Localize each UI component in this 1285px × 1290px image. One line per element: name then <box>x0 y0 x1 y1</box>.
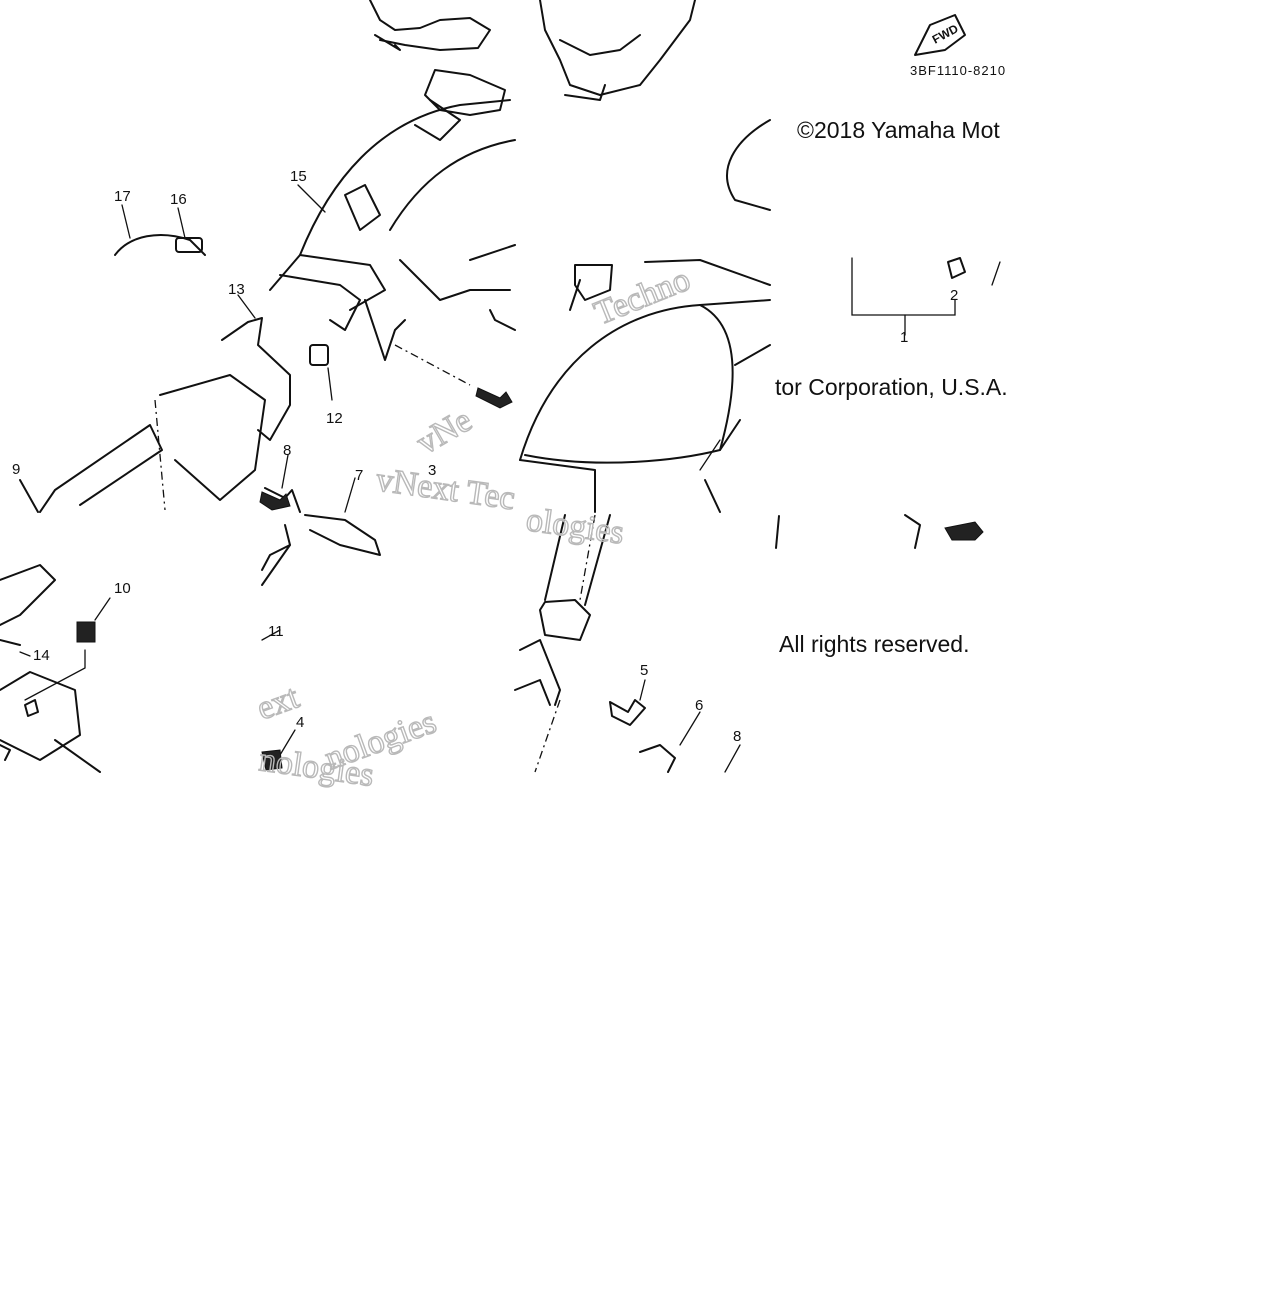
callout-4: 4 <box>296 714 304 731</box>
copyright-line-2: tor Corporation, U.S.A. <box>775 374 1008 400</box>
watermark-text: Techno <box>589 261 695 333</box>
copyright-line-1: ©2018 Yamaha Mot <box>797 117 1000 143</box>
watermark-text: nologies <box>320 703 441 777</box>
callout-5: 5 <box>640 662 648 679</box>
callout-14: 14 <box>33 647 50 664</box>
callout-12: 12 <box>326 410 343 427</box>
callout-9: 9 <box>12 461 20 478</box>
callout-1: 1 <box>900 329 908 346</box>
copyright-line-3: All rights reserved. <box>779 631 969 657</box>
watermark-text: vNext Tec <box>374 461 517 517</box>
front-fender-drawing <box>519 0 771 513</box>
front-fork-drawing <box>514 514 984 773</box>
callout-6: 6 <box>695 697 703 714</box>
callout-16: 16 <box>170 191 187 208</box>
callout-11: 11 <box>268 623 284 640</box>
callout-3: 3 <box>428 462 436 479</box>
callout-8: 8 <box>283 442 291 459</box>
rear-bracket-drawing <box>0 564 111 773</box>
callout-17: 17 <box>114 188 131 205</box>
callout-13: 13 <box>228 281 245 298</box>
fwd-direction-mark: FWD <box>914 14 966 56</box>
callout-15: 15 <box>290 168 307 185</box>
callout-10: 10 <box>114 580 131 597</box>
tail-piece-drawing <box>261 514 381 771</box>
callout-2: 2 <box>950 287 958 304</box>
rear-fender-drawing <box>19 0 516 513</box>
watermark-text: vNe <box>411 402 479 462</box>
watermark-text: ologies <box>524 501 626 551</box>
callout-7: 7 <box>355 467 363 484</box>
callout-8-front: 8 <box>733 728 741 745</box>
part-code: 3BF1110-8210 <box>910 63 1006 78</box>
